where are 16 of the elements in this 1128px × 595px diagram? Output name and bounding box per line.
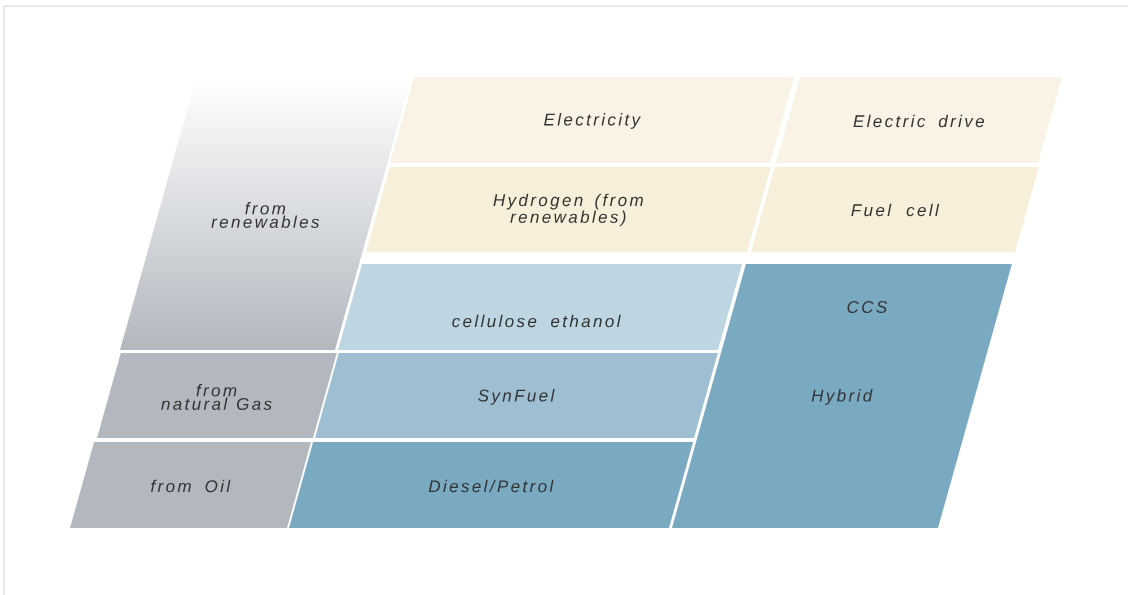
node-label: Electricity <box>544 113 641 129</box>
node-label: Hydrogen (from renewables) <box>493 193 643 227</box>
parallelogram-cell: from Oil <box>70 442 312 528</box>
parallelogram-cell: Diesel/Petrol <box>289 442 694 528</box>
node-label: Fuel cell <box>851 203 940 217</box>
node-label: Diesel/Petrol <box>428 479 554 493</box>
parallelogram-cell: Electric drive <box>776 77 1063 163</box>
parallelogram-cell: SynFuel <box>315 353 718 438</box>
parallelogram-cell: CCS Hybrid <box>672 264 1012 528</box>
parallelogram-cell: Electricity <box>390 77 795 163</box>
parallelogram-cell: from renewables <box>211 202 320 228</box>
parallelogram-cell: Fuel cell <box>751 167 1039 252</box>
parallelogram-cell: Hydrogen (from renewables) <box>366 167 771 252</box>
parallelogram-cell: from natural Gas <box>97 353 337 438</box>
parallelogram-cell: cellulose ethanol <box>338 264 743 350</box>
node-label: Electric drive <box>853 114 984 128</box>
